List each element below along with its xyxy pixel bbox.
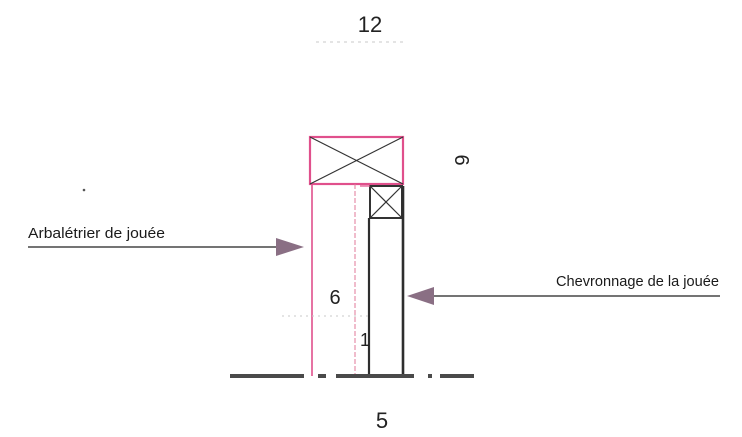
dimension-bottom: 5	[376, 408, 388, 433]
label-arbaletrier: Arbalétrier de jouée	[28, 226, 165, 242]
dimension-inner-small: 1	[360, 330, 370, 350]
stray-dot	[82, 188, 86, 192]
label-chevronnage: Chevronnage de la jouée	[556, 274, 719, 290]
chevronnage-member	[367, 186, 405, 376]
arrow-right-head	[407, 287, 434, 305]
dimension-top: 12	[358, 12, 382, 37]
dimension-inner-height: 6	[329, 287, 340, 309]
arrow-left-head	[276, 238, 304, 256]
dimension-right-rotated: 6	[450, 154, 472, 165]
arbaletrier-member	[311, 184, 356, 376]
chevron-small-section	[360, 185, 403, 219]
top-beam-section	[308, 135, 405, 186]
